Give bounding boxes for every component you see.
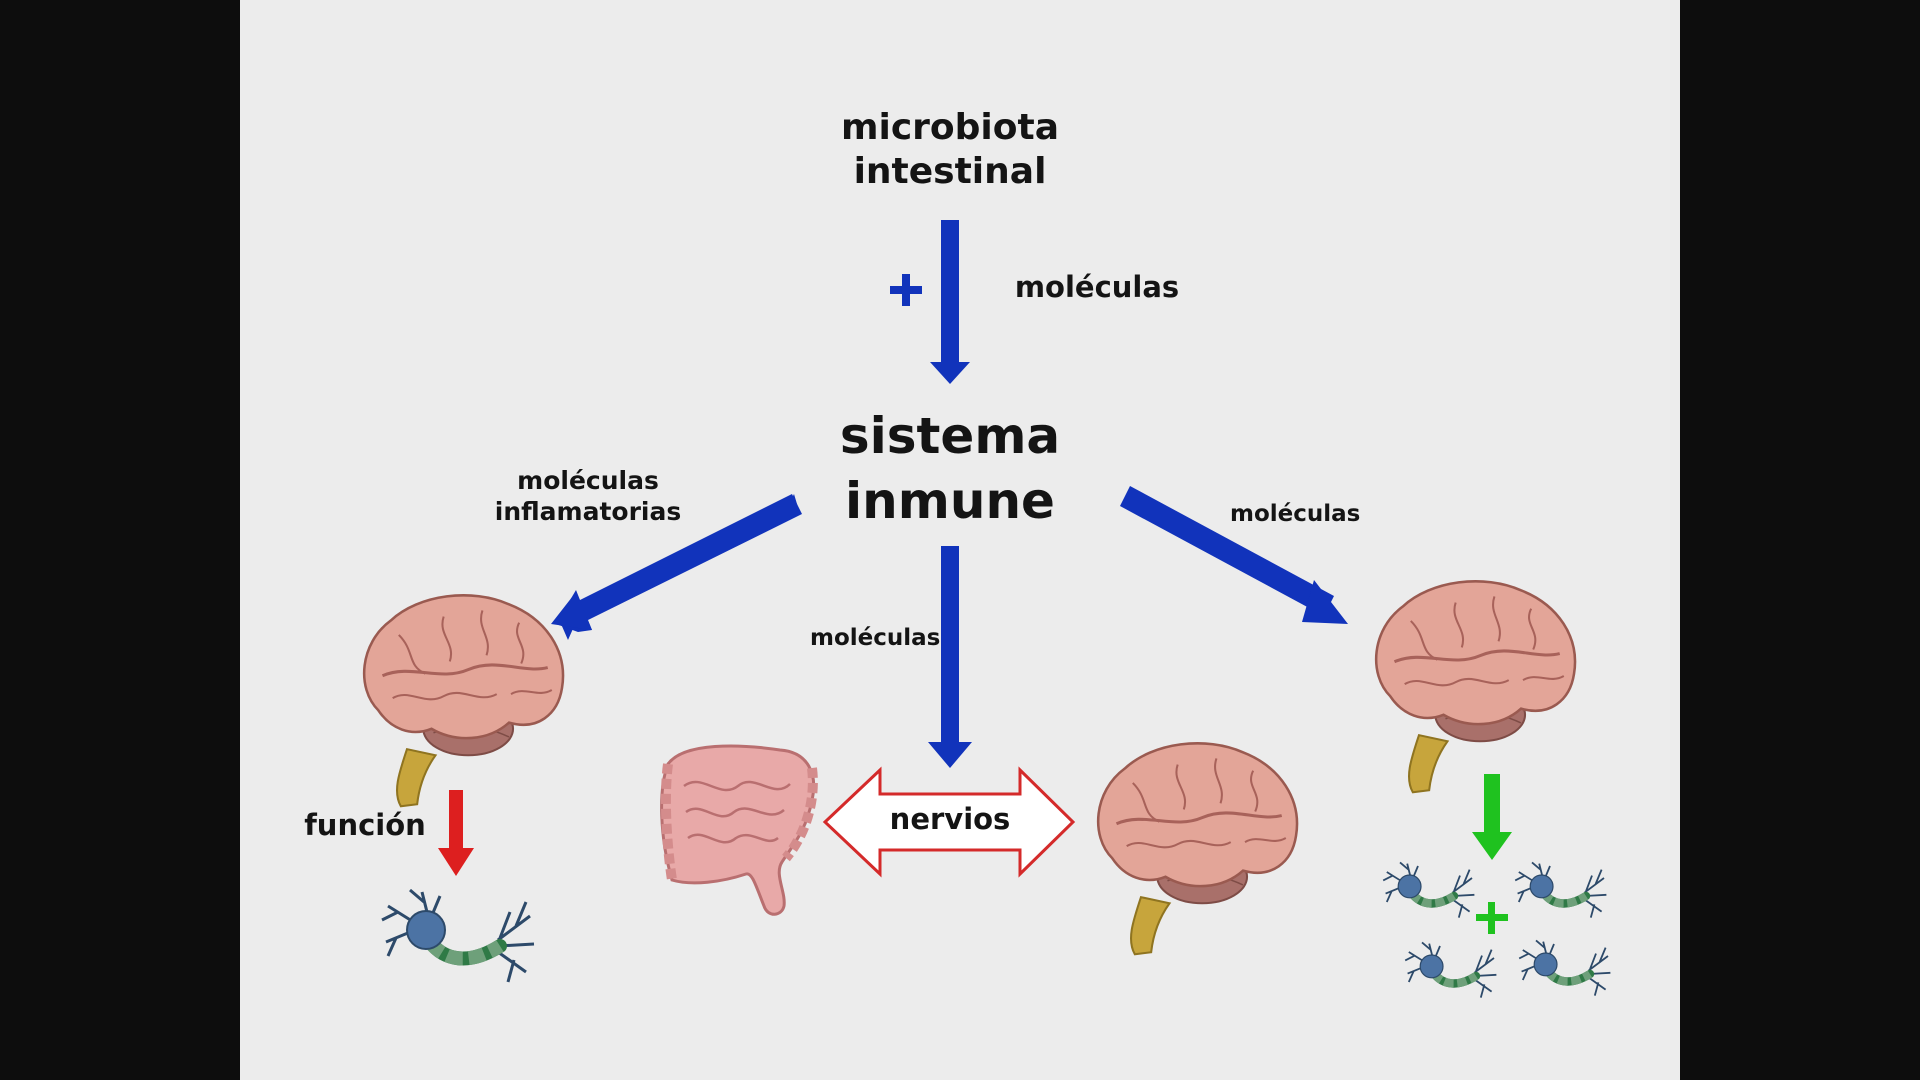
diagram-graphics — [362, 220, 1680, 1080]
intestine-icon — [660, 744, 818, 916]
node-immune-system: sistema inmune — [825, 404, 1075, 534]
brain-icon — [362, 593, 565, 808]
edge-label-right-molecules: moléculas — [1230, 501, 1361, 527]
diagram-slide: microbiota intestinal sistema inmune mol… — [240, 0, 1680, 1080]
brain-icon — [1096, 741, 1299, 956]
arrow-microbiota-to-immune — [930, 220, 970, 384]
edge-label-inflammatory-line1: moléculas — [517, 466, 659, 495]
brain-icon — [1374, 579, 1577, 794]
edge-label-inflammatory-line2: inflamatorias — [494, 496, 682, 526]
arrow-immune-to-right-brain — [1120, 486, 1348, 624]
edge-label-top-molecules: moléculas — [1014, 270, 1180, 304]
node-microbiota-line1: microbiota — [840, 107, 1060, 148]
nerves-double-arrow — [822, 766, 1076, 878]
node-microbiota: microbiota intestinal — [840, 106, 1060, 194]
node-microbiota-line2: intestinal — [853, 150, 1047, 192]
neuron-icon — [1519, 940, 1610, 995]
node-immune-line2: inmune — [845, 472, 1055, 530]
arrow-immune-to-nerves — [928, 546, 972, 768]
neuron-icon — [1405, 942, 1496, 997]
label-function: función — [304, 808, 426, 842]
edge-label-center-molecules: moléculas — [810, 625, 941, 651]
arrow-function-decrease — [438, 790, 474, 876]
arrow-immune-to-left-brain — [551, 494, 802, 640]
green-plus-icon — [1476, 902, 1508, 934]
neuron-icon — [1383, 862, 1474, 917]
arrow-neurons-increase — [1472, 774, 1512, 860]
neuron-icon — [382, 890, 534, 982]
neuron-icon — [1515, 862, 1606, 917]
edge-label-inflammatory: moléculas inflamatorias — [478, 466, 698, 527]
plus-icon — [890, 274, 922, 306]
node-immune-line1: sistema — [839, 407, 1061, 465]
label-nerves: nervios — [889, 802, 1011, 836]
